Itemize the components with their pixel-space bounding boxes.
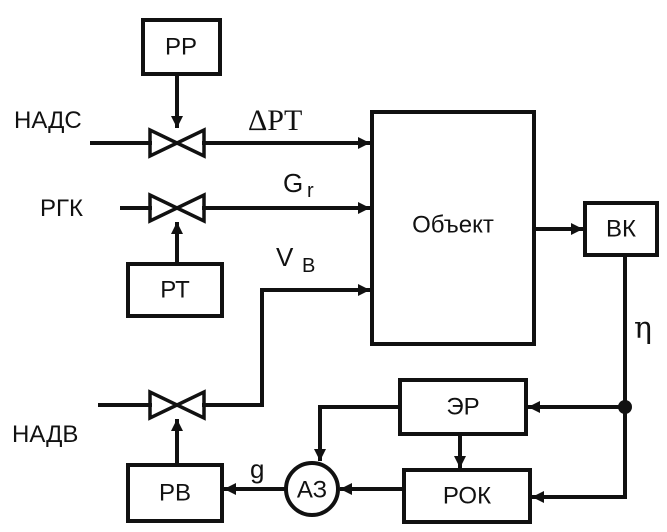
signal-gr-sub: r xyxy=(307,180,314,202)
rv-label: РВ xyxy=(159,479,191,506)
az-label: АЗ xyxy=(297,476,327,503)
er-label: ЭР xyxy=(446,393,479,420)
pp-label: РР xyxy=(165,33,197,60)
signal-eta-label: η xyxy=(634,311,652,346)
pp-block: РР xyxy=(141,18,222,76)
wire-junction-to-rok xyxy=(532,405,627,503)
vk-block: ВК xyxy=(583,201,659,257)
input-rgk-label: РГК xyxy=(40,195,83,222)
signal-gr-main: G xyxy=(283,168,303,198)
object-block: Объект xyxy=(370,110,536,346)
object-label: Объект xyxy=(412,211,494,238)
signal-gr-label: G r xyxy=(283,168,314,202)
signal-vb-sub: B xyxy=(302,255,315,277)
valve-nads xyxy=(148,127,206,159)
rok-block: РОК xyxy=(402,468,532,524)
az-summing-junction: АЗ xyxy=(284,461,340,517)
wire-vb xyxy=(202,284,370,407)
signal-vb-main: V xyxy=(276,242,294,272)
rv-block: РВ xyxy=(126,463,224,523)
signal-g-label: g xyxy=(250,454,264,484)
rok-label: РОК xyxy=(443,482,491,509)
signal-vb-label: V B xyxy=(276,242,315,277)
signal-delta-pt-label: ΔPT xyxy=(248,104,302,137)
vk-label: ВК xyxy=(606,215,636,242)
pt-block: РТ xyxy=(126,262,224,318)
er-block: ЭР xyxy=(398,378,528,436)
valve-rgk xyxy=(148,192,206,224)
wire-er-to-az xyxy=(314,405,402,461)
valve-nadv xyxy=(148,389,206,421)
input-nadv-label: НАДВ xyxy=(12,421,78,448)
pt-label: РТ xyxy=(160,276,190,303)
input-nads-label: НАДС xyxy=(14,107,82,134)
